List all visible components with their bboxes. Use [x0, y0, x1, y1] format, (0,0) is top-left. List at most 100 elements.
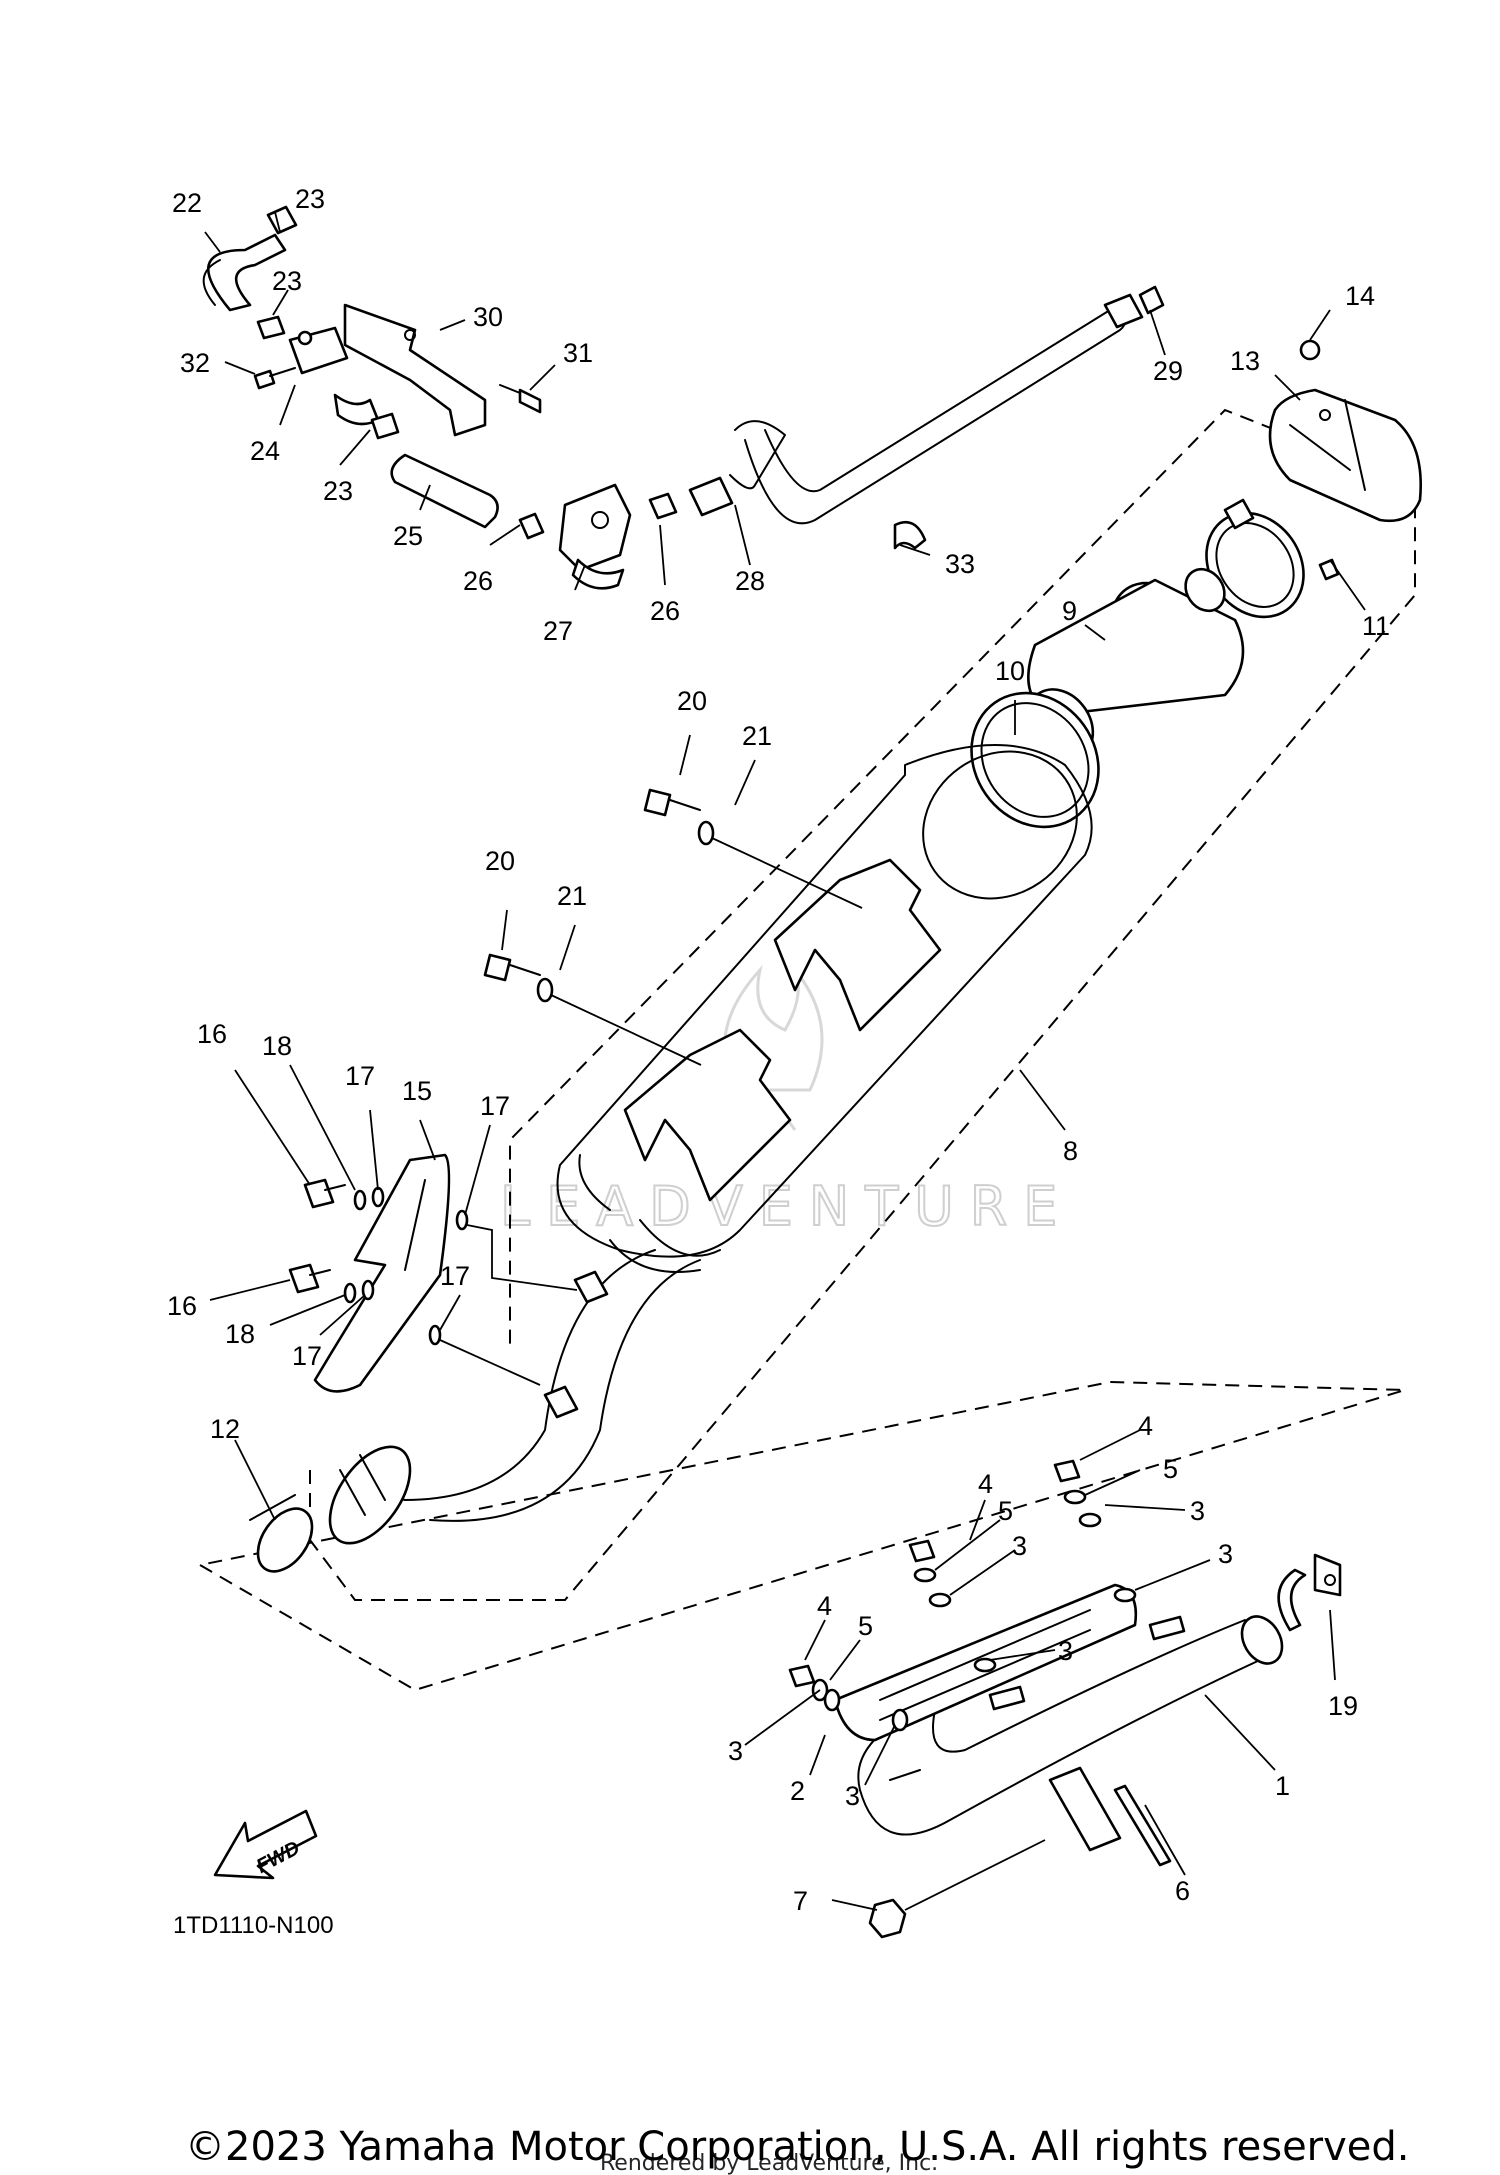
muffler-bracket-upper — [773, 858, 942, 1032]
exhaust-gasket-6 — [1113, 1784, 1172, 1867]
callout-3: 3 — [845, 1781, 860, 1811]
air-cut-valve-27 — [558, 483, 632, 590]
bolt-16-lower — [288, 1263, 331, 1294]
callout-23: 23 — [295, 184, 325, 214]
callout-18: 18 — [262, 1031, 292, 1061]
hose-25 — [390, 453, 499, 529]
callout-20: 20 — [677, 686, 707, 716]
mid-pipe — [379, 1249, 701, 1522]
header-bolts-4 — [788, 1459, 1081, 1688]
hose-28 — [688, 420, 786, 517]
mount-bracket-15 — [313, 1153, 451, 1393]
catalog-code: 1TD1110-N100 — [173, 1912, 334, 1939]
washer-21-upper — [697, 820, 863, 909]
callout-3: 3 — [1218, 1539, 1233, 1569]
callout-31: 31 — [563, 338, 593, 368]
bolt-31 — [499, 384, 542, 414]
callout-17: 17 — [345, 1061, 375, 1091]
callout-17: 17 — [440, 1261, 470, 1291]
callout-15: 15 — [402, 1076, 432, 1106]
callout-32: 32 — [180, 348, 210, 378]
gasket-12 — [249, 1494, 314, 1573]
callout-17: 17 — [292, 1341, 322, 1371]
header-washers-5-3 — [811, 1489, 1137, 1732]
callout-22: 22 — [172, 188, 202, 218]
callout-30: 30 — [473, 302, 503, 332]
bracket-30 — [343, 303, 487, 437]
callout-16: 16 — [197, 1019, 227, 1049]
callout-5: 5 — [858, 1611, 873, 1641]
bolt-32 — [253, 367, 296, 390]
callout-11: 11 — [1362, 611, 1390, 641]
callout-6: 6 — [1175, 1876, 1190, 1906]
bolt-14 — [1299, 339, 1321, 361]
clip-29 — [1138, 285, 1165, 315]
callout-24: 24 — [250, 436, 280, 466]
pipe-joint — [328, 1445, 412, 1545]
callout-3: 3 — [1058, 1636, 1073, 1666]
clamp-19 — [1277, 1553, 1342, 1632]
muffler-body-8 — [556, 744, 1093, 1273]
callout-17: 17 — [480, 1091, 510, 1121]
callout-21: 21 — [557, 881, 587, 911]
callout-4: 4 — [978, 1469, 993, 1499]
bolt-20-lower — [483, 953, 541, 982]
callout-7: 7 — [793, 1886, 808, 1916]
header-flange-port — [1048, 1766, 1122, 1852]
muffler-assembly-outline — [309, 408, 1416, 1601]
hose-22 — [202, 233, 287, 312]
header-pipe-1 — [857, 1615, 1284, 1836]
header-assembly-outline — [199, 1380, 1406, 1692]
clip-33 — [893, 520, 927, 550]
callout-9: 9 — [1062, 596, 1077, 626]
callout-21: 21 — [742, 721, 772, 751]
leader-lines — [204, 211, 1366, 1911]
callout-25: 25 — [393, 521, 423, 551]
watermark-text: LEADVENTURE — [500, 1175, 1073, 1238]
callout-26: 26 — [650, 596, 680, 626]
callout-16: 16 — [167, 1291, 197, 1321]
bolt-16-upper — [303, 1178, 346, 1209]
spark-arrestor-ring-11 — [1205, 498, 1340, 619]
washer-21-lower — [536, 977, 702, 1066]
callout-12: 12 — [210, 1414, 240, 1444]
callout-2: 2 — [790, 1776, 805, 1806]
bolt-20-upper — [643, 788, 701, 817]
callout-28: 28 — [735, 566, 765, 596]
callout-27: 27 — [543, 616, 573, 646]
callout-labels: 22 23 23 30 31 32 24 23 25 26 27 26 28 2… — [167, 184, 1390, 1916]
callout-5: 5 — [1163, 1454, 1178, 1484]
pipe-main-to-29 — [744, 293, 1144, 525]
callout-29: 29 — [1153, 356, 1183, 386]
spark-arrestor-9 — [1025, 567, 1245, 762]
callout-23: 23 — [272, 266, 302, 296]
callout-18: 18 — [225, 1319, 255, 1349]
callout-13: 13 — [1230, 346, 1260, 376]
exhaust-nut-7 — [868, 1839, 1046, 1939]
clip-23-lower — [370, 412, 400, 440]
callout-8: 8 — [1063, 1136, 1078, 1166]
rendered-by-notice: Rendered by LeadVenture, Inc. — [600, 2151, 938, 2175]
callout-26: 26 — [463, 566, 493, 596]
reed-valve-assembly — [288, 326, 380, 426]
callout-3: 3 — [1012, 1531, 1027, 1561]
clip-26-right — [648, 492, 678, 520]
washers-17-18 — [343, 1186, 578, 1386]
callout-1: 1 — [1275, 1771, 1290, 1801]
fwd-arrow-icon: FWD — [213, 1809, 318, 1880]
clip-23-top — [266, 205, 298, 235]
end-cap-13 — [1268, 388, 1422, 523]
muffler-bracket-lower — [623, 1028, 792, 1202]
callout-20: 20 — [485, 846, 515, 876]
copyright-notice: ©2023 Yamaha Motor Corporation, U.S.A. A… — [185, 2124, 1410, 2170]
callout-10: 10 — [995, 656, 1025, 686]
clip-26-left — [518, 512, 545, 540]
callout-19: 19 — [1328, 1691, 1358, 1721]
callout-4: 4 — [1138, 1411, 1153, 1441]
clip-23-mid — [256, 315, 286, 340]
callout-3: 3 — [728, 1736, 743, 1766]
callout-33: 33 — [945, 549, 975, 579]
callout-23: 23 — [323, 476, 353, 506]
callout-14: 14 — [1345, 281, 1375, 311]
